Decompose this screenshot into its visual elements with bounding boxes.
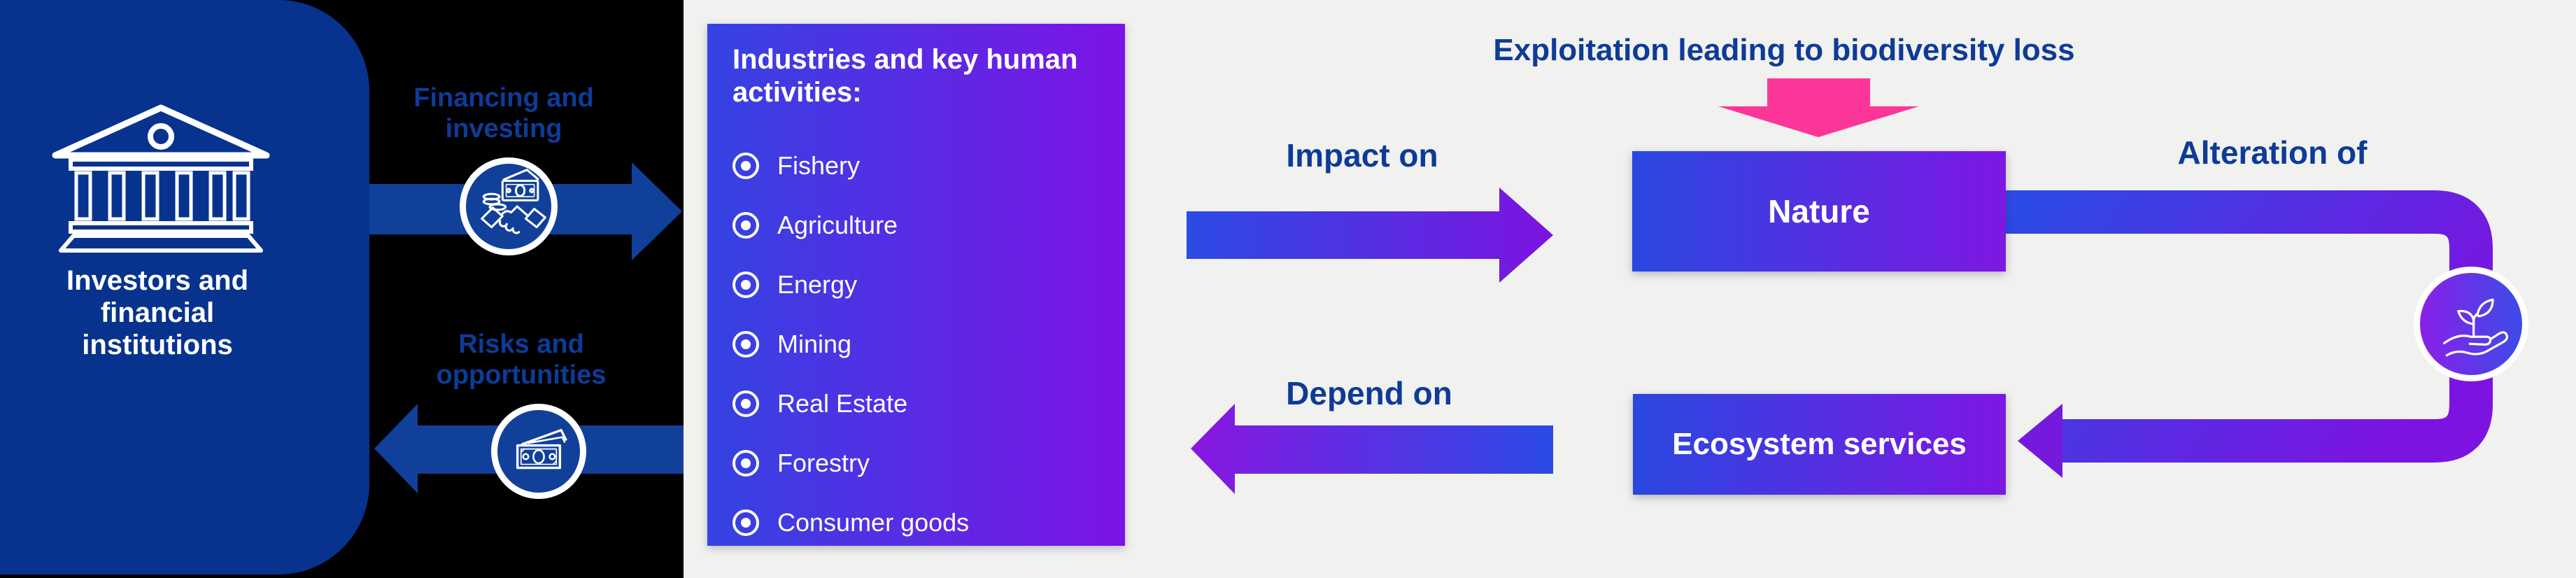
- nature-label: Nature: [1768, 193, 1870, 230]
- ecosystem-label: Ecosystem services: [1672, 427, 1967, 461]
- list-item-label: Consumer goods: [777, 508, 970, 537]
- industries-title: Industries and key human activities:: [733, 44, 1078, 108]
- bullseye-bullet-icon: [733, 212, 759, 239]
- list-item: Mining: [733, 331, 1104, 358]
- industries-list: Fishery Agriculture Energy Mining Real E…: [733, 153, 1104, 536]
- bullseye-bullet-icon: [733, 450, 759, 477]
- list-item-label: Agriculture: [777, 211, 898, 239]
- handshake-money-icon: [460, 157, 558, 255]
- impact-arrow-right: [1187, 188, 1553, 283]
- list-item-label: Fishery: [777, 151, 861, 180]
- list-item: Forestry: [733, 450, 1104, 477]
- list-item-label: Mining: [777, 330, 852, 358]
- list-item: Agriculture: [733, 212, 1104, 239]
- bullseye-bullet-icon: [733, 331, 759, 358]
- ecosystem-services-node: Ecosystem services: [1633, 394, 2006, 495]
- depend-arrow-left: [1191, 404, 1553, 494]
- impact-on-label: Impact on: [1286, 137, 1438, 174]
- banknotes-icon: [491, 404, 586, 499]
- list-item-label: Energy: [777, 270, 858, 299]
- bullseye-bullet-icon: [733, 272, 759, 298]
- list-item: Consumer goods: [733, 509, 1104, 536]
- plant-in-hand-icon: [2414, 267, 2528, 381]
- nature-node: Nature: [1632, 151, 2006, 272]
- alteration-of-label: Alteration of: [2177, 134, 2368, 171]
- list-item: Real Estate: [733, 390, 1104, 417]
- financing-label: Financing and investing: [413, 83, 594, 144]
- risks-label: Risks and opportunities: [436, 330, 607, 390]
- investors-box: [0, 0, 369, 575]
- depend-on-label: Depend on: [1286, 375, 1452, 411]
- industries-panel: Industries and key human activities: Fis…: [707, 24, 1125, 546]
- list-item: Energy: [733, 272, 1104, 298]
- list-item-label: Forestry: [777, 449, 870, 477]
- bank-icon: [45, 104, 276, 256]
- bullseye-bullet-icon: [733, 153, 759, 179]
- exploitation-arrow-down: [1718, 78, 1919, 137]
- list-item-label: Real Estate: [777, 389, 908, 418]
- exploitation-label: Exploitation leading to biodiversity los…: [1493, 33, 2075, 67]
- list-item: Fishery: [733, 153, 1104, 179]
- bullseye-bullet-icon: [733, 509, 759, 536]
- investors-label: Investors and financial institutions: [66, 265, 249, 360]
- bullseye-bullet-icon: [733, 390, 759, 417]
